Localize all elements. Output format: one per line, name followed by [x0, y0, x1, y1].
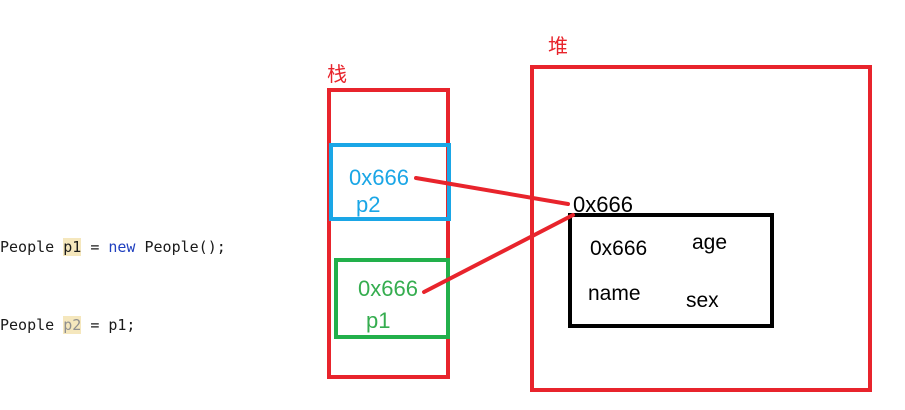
type-name: People [0, 316, 55, 334]
object-field-name: name [588, 282, 641, 305]
type-name: People [0, 238, 55, 256]
heap-label: 堆 [548, 34, 568, 58]
p2-label: p2 [356, 192, 381, 217]
p1-address: 0x666 [358, 276, 418, 301]
new-keyword: new [108, 238, 136, 256]
object-address: 0x666 [573, 192, 633, 217]
assigned-value: p1; [108, 316, 136, 334]
people-object [568, 213, 774, 328]
stack-label: 栈 [327, 62, 347, 86]
stack-slot-p1 [334, 258, 450, 339]
assign-operator: = [90, 238, 100, 256]
object-field-age: age [692, 231, 728, 254]
variable-p2: p2 [63, 316, 82, 334]
constructor-call: People(); [144, 238, 226, 256]
object-field-address: 0x666 [590, 237, 648, 260]
variable-p1: p1 [63, 238, 82, 256]
p1-label: p1 [366, 308, 391, 333]
code-line-1: People p1 = new People(); [0, 234, 226, 260]
object-field-sex: sex [686, 289, 719, 312]
code-snippet: People p1 = new People(); People p2 = p1… [0, 182, 226, 390]
p2-address: 0x666 [349, 165, 409, 190]
code-line-2: People p2 = p1; [0, 312, 226, 338]
assign-operator: = [90, 316, 100, 334]
